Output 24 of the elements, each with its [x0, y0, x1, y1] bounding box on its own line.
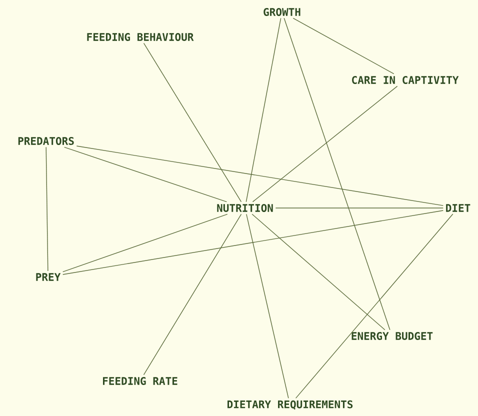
connector-line — [143, 214, 242, 376]
connector-line — [252, 214, 386, 330]
term-label: FEEDING RATE — [103, 377, 178, 385]
connector-line — [284, 18, 390, 330]
connector-line — [246, 18, 282, 202]
term-label: DIETARY REQUIREMENTS — [228, 400, 353, 410]
term-label: CARE IN CAPTIVITY — [352, 76, 459, 84]
connector-line — [62, 214, 228, 272]
term-label: DIET — [446, 204, 470, 212]
connector-line — [252, 86, 398, 202]
connector-line — [292, 18, 394, 74]
connector-line — [246, 214, 289, 399]
term-label: ENERGY BUDGET — [352, 332, 433, 340]
connector-line — [295, 214, 454, 399]
connector-line — [62, 210, 444, 275]
connector-line — [76, 146, 444, 206]
connector-line — [143, 42, 242, 202]
term-label: GROWTH — [264, 8, 300, 16]
term-label: NUTRITION — [217, 204, 273, 212]
term-label: PREDATORS — [18, 137, 74, 145]
connector-line — [64, 146, 228, 202]
connector-line — [46, 146, 48, 272]
term-label: FEEDING BEHAVIOUR — [87, 33, 194, 41]
term-label: PREY — [36, 273, 61, 281]
